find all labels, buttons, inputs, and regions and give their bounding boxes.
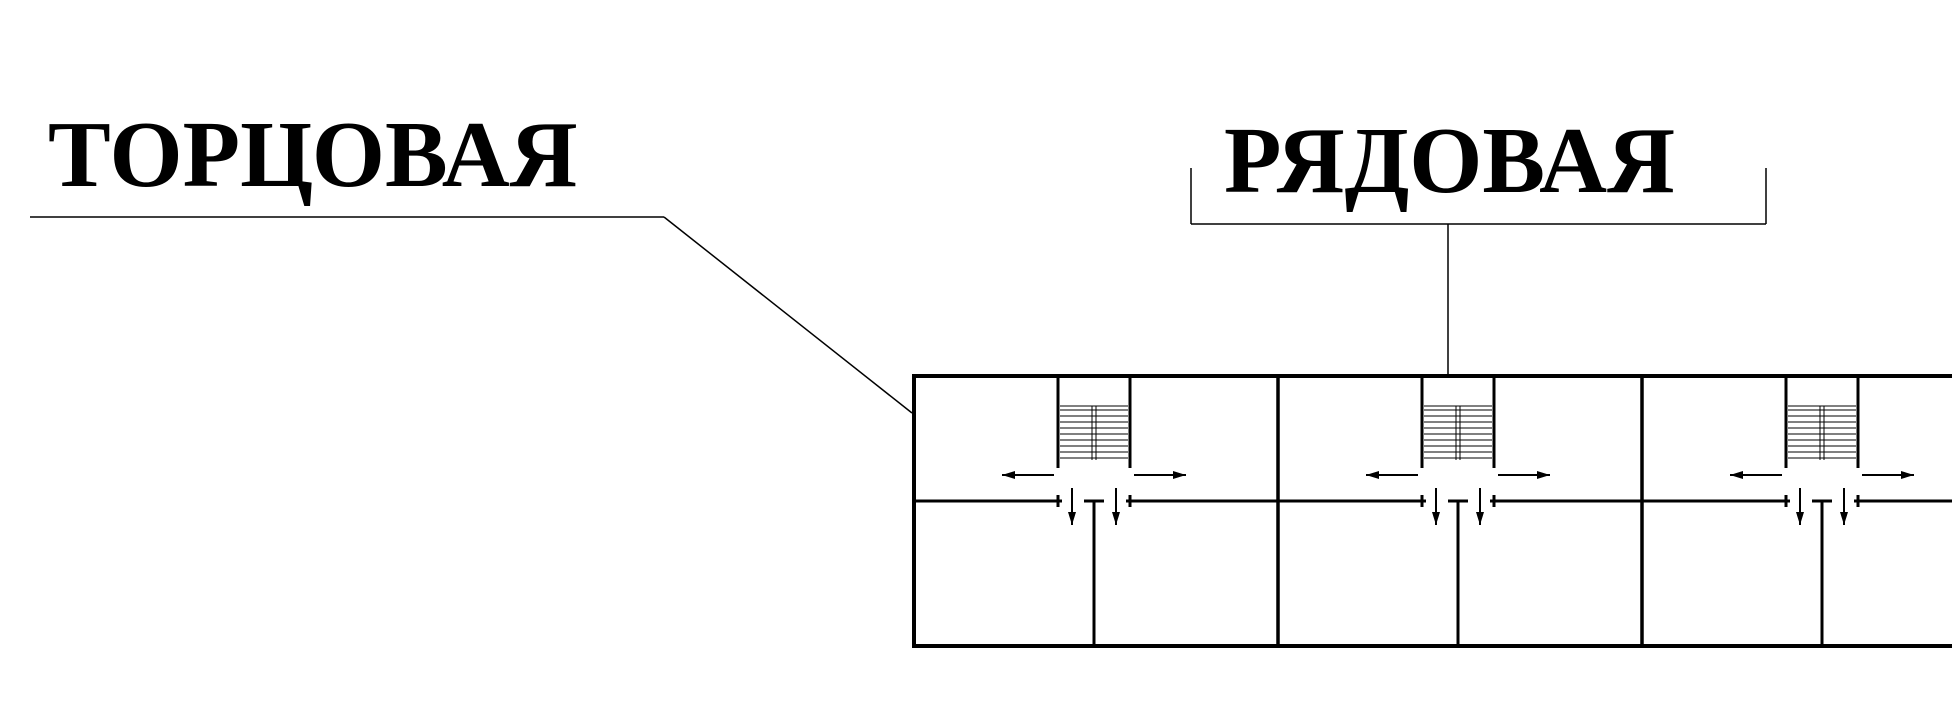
arrow-left-head [1002, 471, 1015, 479]
arrow-right-head [1537, 471, 1550, 479]
label-row-section: РЯДОВАЯ [1224, 109, 1675, 213]
sections-group [914, 376, 1952, 646]
arrow-right-head [1901, 471, 1914, 479]
arrow-left-head [1730, 471, 1743, 479]
row-section-2 [1642, 376, 1952, 646]
row-section-1 [1278, 376, 1644, 646]
arrow-down-head [1476, 512, 1484, 525]
arrow-down-head [1840, 512, 1848, 525]
arrow-left-head [1366, 471, 1379, 479]
end-section [914, 376, 1280, 646]
label-end-section: ТОРЦОВАЯ [48, 103, 578, 207]
arrow-down-head [1068, 512, 1076, 525]
arrow-right-head [1173, 471, 1186, 479]
arrow-down-head [1796, 512, 1804, 525]
arrow-down-head [1112, 512, 1120, 525]
arrow-down-head [1432, 512, 1440, 525]
leader-end-section [663, 216, 913, 414]
building-outline [912, 374, 1952, 648]
